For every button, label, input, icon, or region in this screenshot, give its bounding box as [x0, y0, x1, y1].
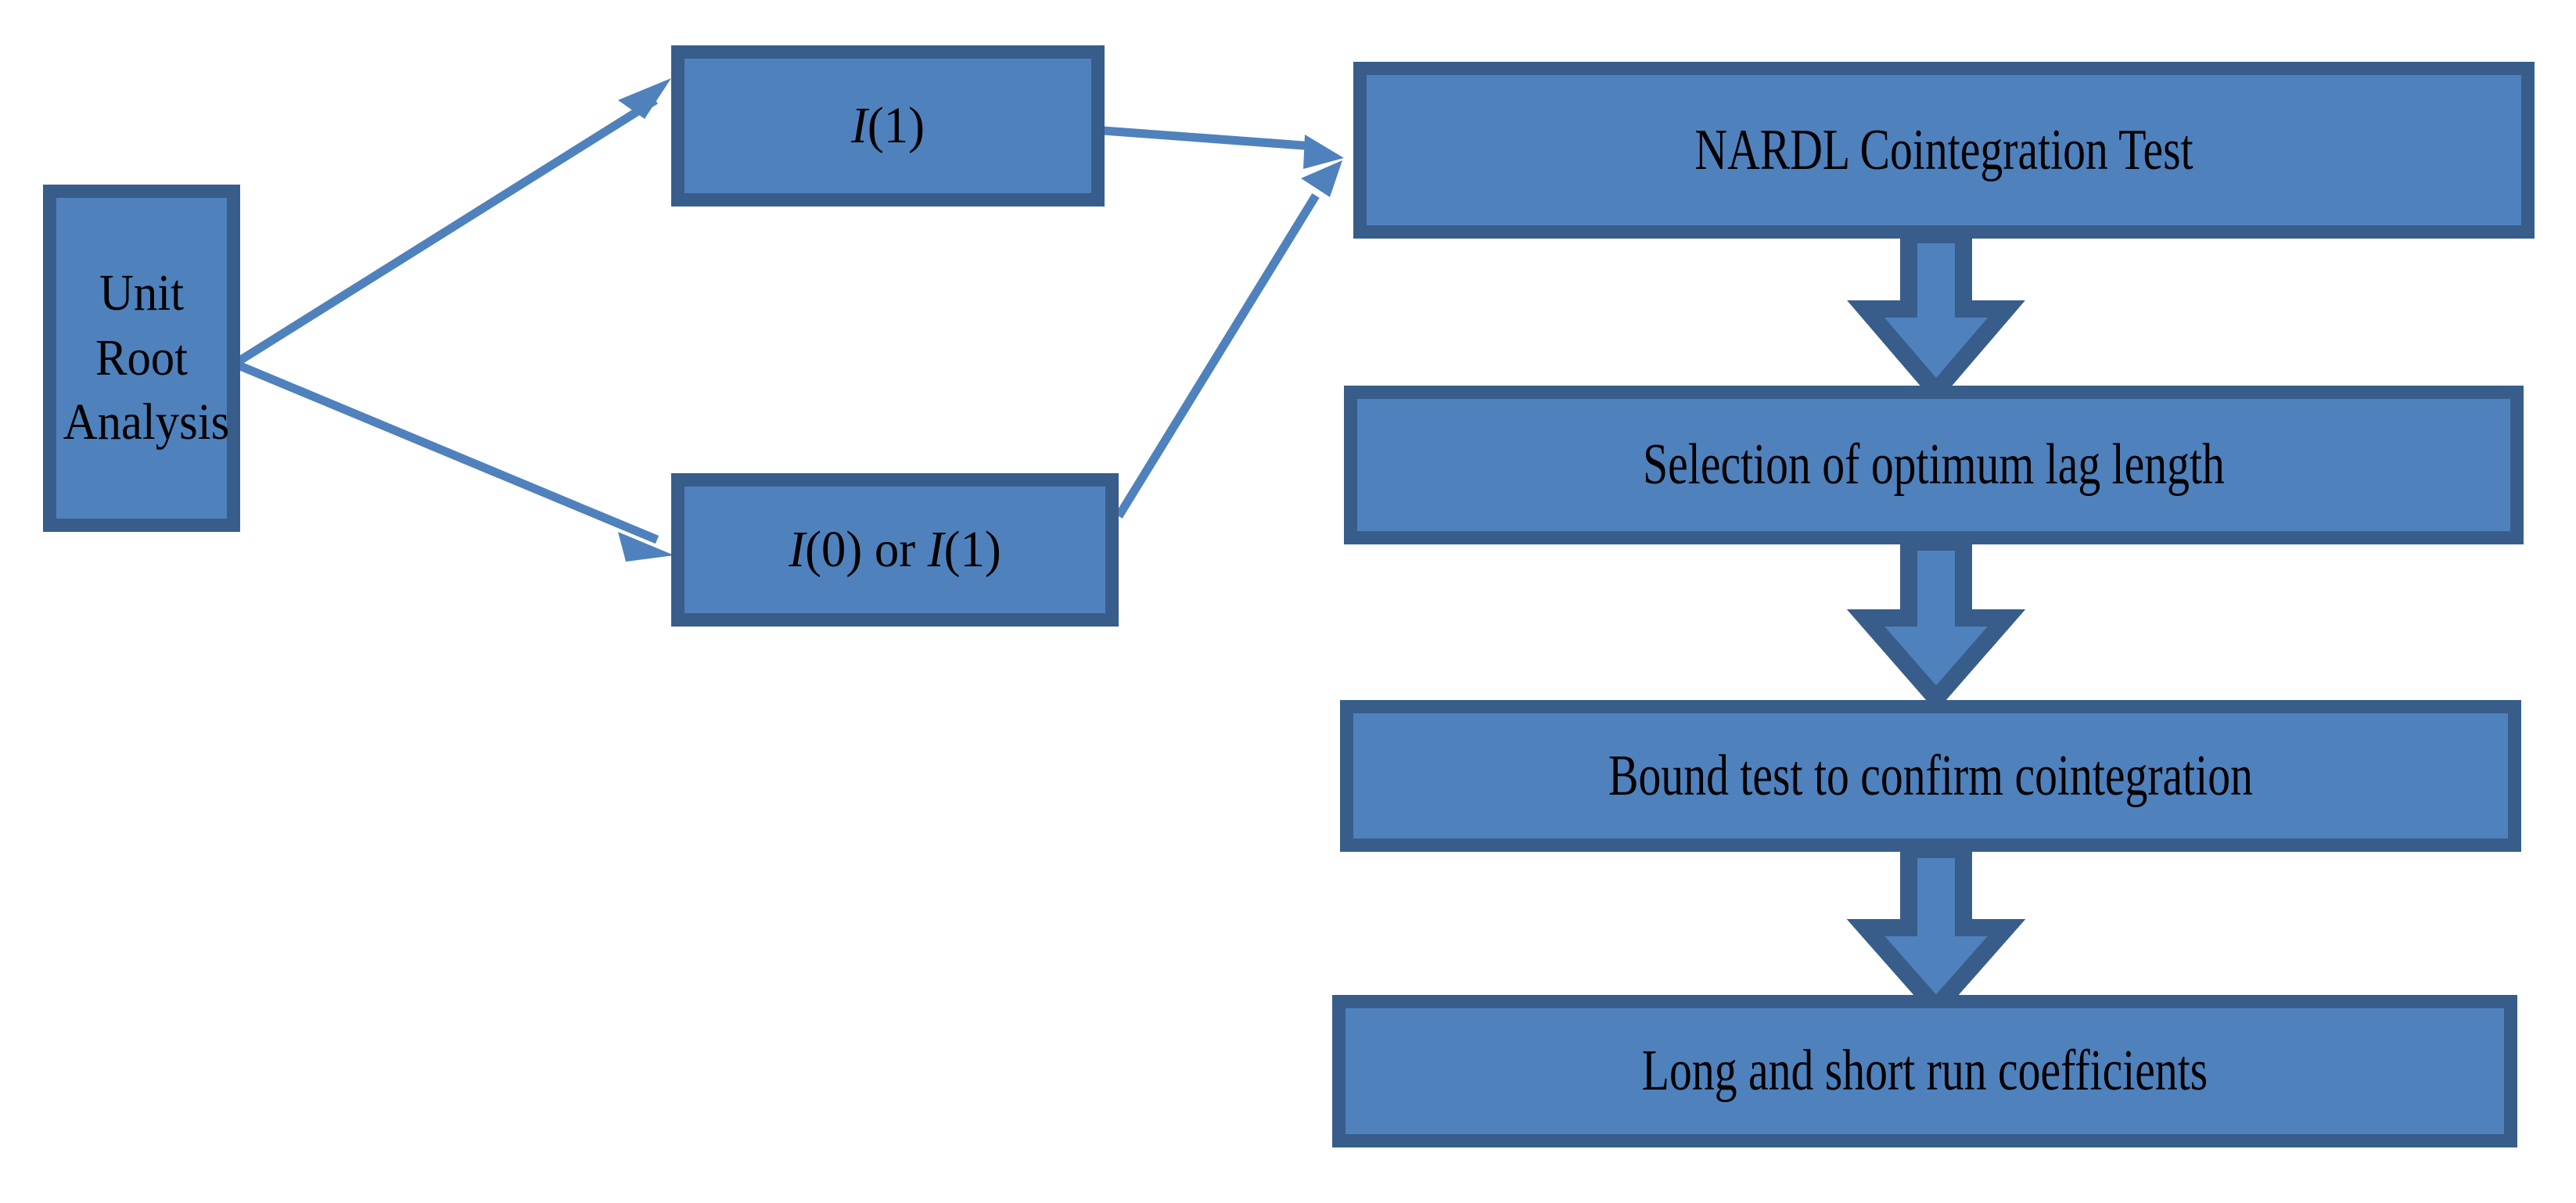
block-arrow-lag-to-bound [1846, 533, 2026, 712]
arrow-unit-root-to-i0-or-i1 [232, 359, 674, 562]
block-arrow-bound-to-coeff [1846, 841, 2026, 1021]
arrow-i0-or-i1-to-nardl [1115, 160, 1342, 519]
node-selection-of-optimum-lag-length-label: Selection of optimum lag length [1643, 433, 2225, 497]
arrow-i1-to-nardl [1102, 126, 1344, 169]
node-bound-test-to-confirm-cointegration-label: Bound test to confirm cointegration [1608, 743, 2253, 808]
node-i0-or-i1-label: I(0) or I(1) [789, 520, 1001, 578]
node-long-and-short-run-coefficients-label: Long and short run coefficients [1641, 1039, 2208, 1104]
node-i0-or-i1[interactable]: I(0) or I(1) [671, 473, 1119, 627]
node-long-and-short-run-coefficients[interactable]: Long and short run coefficients [1332, 995, 2517, 1147]
node-selection-of-optimum-lag-length[interactable]: Selection of optimum lag length [1344, 386, 2524, 544]
arrow-unit-root-to-i1 [232, 78, 671, 368]
node-i1-label: I(1) [850, 96, 925, 154]
block-arrow-nardl-to-lag [1847, 226, 2025, 404]
node-nardl-cointegration-test-label: NARDL Cointegration Test [1694, 117, 2193, 182]
node-i1[interactable]: I(1) [671, 45, 1105, 206]
node-bound-test-to-confirm-cointegration[interactable]: Bound test to confirm cointegration [1340, 700, 2521, 852]
node-nardl-cointegration-test[interactable]: NARDL Cointegration Test [1353, 62, 2535, 239]
